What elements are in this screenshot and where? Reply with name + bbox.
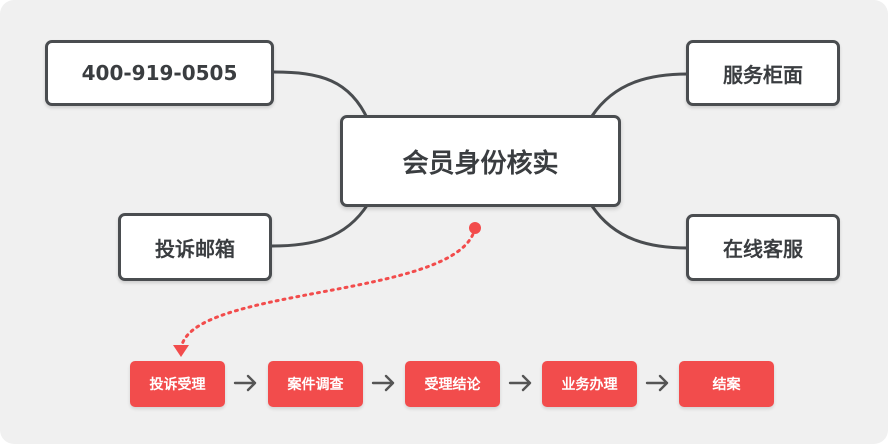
flow-step-1-label: 投诉受理 [149, 377, 206, 393]
dotted-link-arrowhead [173, 345, 189, 357]
flow-step-2-label: 案件调查 [287, 377, 344, 393]
flow-step-5-label: 结案 [712, 377, 741, 393]
node-email[interactable]: 投诉邮箱 [118, 213, 272, 281]
connector-phone [273, 70, 370, 121]
node-online[interactable]: 在线客服 [686, 214, 840, 281]
flow-arrow-icon [645, 374, 669, 392]
connector-email [271, 203, 370, 248]
flow-arrow-icon [371, 374, 395, 392]
node-counter[interactable]: 服务柜面 [686, 40, 840, 106]
flow-step-1[interactable]: 投诉受理 [130, 361, 225, 407]
dotted-link [179, 226, 477, 352]
node-email-label: 投诉邮箱 [155, 236, 235, 261]
flow-arrow-icon [233, 374, 257, 392]
node-counter-label: 服务柜面 [723, 62, 803, 87]
flow-step-3[interactable]: 受理结论 [405, 361, 500, 407]
connector-counter [590, 72, 689, 117]
center-node-label: 会员身份核实 [402, 148, 559, 179]
center-node[interactable]: 会员身份核实 [340, 115, 621, 207]
flow-step-5[interactable]: 结案 [679, 361, 774, 407]
flow-step-3-label: 受理结论 [424, 377, 481, 393]
node-phone-label: 400-919-0505 [81, 61, 238, 85]
node-online-label: 在线客服 [723, 237, 803, 261]
flow-step-4-label: 业务办理 [561, 377, 618, 393]
flow-step-2[interactable]: 案件调查 [268, 361, 363, 407]
flow-step-4[interactable]: 业务办理 [542, 361, 637, 407]
flow-arrow-icon [508, 374, 532, 392]
connector-online [590, 205, 689, 250]
node-phone[interactable]: 400-919-0505 [45, 40, 274, 106]
